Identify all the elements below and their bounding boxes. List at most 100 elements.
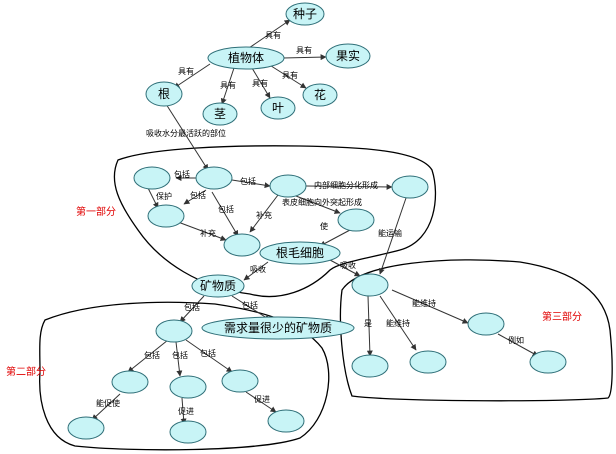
edge-label-include-j: 包括 [172,350,188,360]
edge-plant-seed [245,19,291,51]
edge-h-k [185,339,233,373]
edge-h-j [175,341,183,377]
node-blank-g [351,273,389,297]
edge-zone-c [231,179,271,189]
label-part-1: 第一部分 [76,205,116,218]
edge-label-can-sustain-1: 能维持 [412,298,436,308]
edge-mineral-h [179,295,205,323]
node-seed [285,2,325,26]
edge-q-r [497,333,539,357]
edge-label-include-b: 包括 [190,190,206,200]
edge-label-absorb-1: 吸收 [250,264,266,274]
edge-zone-b [183,189,207,205]
node-blank-i [111,370,149,394]
node-small-mineral [201,316,355,340]
edge-label-include-h: 包括 [184,302,200,312]
edge-label-supplement-1: 补充 [200,228,216,238]
edge-plant-root [173,63,211,89]
node-blank-f [391,175,429,199]
node-blank-h [155,319,193,343]
edge-f-g [378,197,407,275]
edge-h-i [127,339,169,373]
node-blank-c [269,174,307,198]
edge-label-inner-diff: 内部细胞分化形成 [314,180,378,190]
node-blank-l [67,416,105,440]
node-blank-r [529,350,567,374]
edge-label-include-k: 包括 [200,348,216,358]
region-part-1 [113,145,437,298]
edge-zone-e [211,191,239,237]
label-small-mineral: 需求量很少的矿物质 [224,320,332,335]
node-root-hair-cell [259,241,341,265]
edge-label-promote-2: 促进 [178,406,194,416]
edge-label-supplement-2: 补充 [256,210,272,220]
node-flower [302,83,338,107]
label-root-hair-cell: 根毛细胞 [276,246,324,260]
edge-label-has-flower: 具有 [282,70,298,80]
label-plant: 植物体 [228,50,264,65]
region-part-2 [39,301,330,451]
edge-c-f [305,183,393,190]
node-blank-d [337,208,375,232]
edge-g-p [379,295,417,351]
node-blank-b [147,204,185,228]
label-stem: 茎 [214,107,226,121]
edge-label-epi-form: 表皮细胞向外突起形成 [282,197,362,207]
node-blank-a [133,166,171,190]
node-blank-e [223,233,261,257]
edge-label-has-leaf: 具有 [252,78,268,88]
edge-plant-flower [267,63,307,89]
edge-label-is: 是 [364,319,372,328]
edge-label-has-root: 具有 [178,66,194,76]
edge-roothair-mineral [243,261,269,281]
edge-roothair-g [329,259,361,277]
edge-label-promote-3: 促进 [254,394,270,404]
edge-label-include-i: 包括 [144,350,160,360]
node-blank-q [467,312,505,336]
edge-label-make: 使 [320,221,328,231]
node-blank-j [169,375,207,399]
label-fruit: 果实 [336,48,360,63]
edge-k-n [245,391,277,413]
edge-label-promote-1: 能促使 [96,398,120,408]
edge-j-m [180,397,187,425]
region-part-3 [339,259,613,402]
edge-c-d [295,195,341,214]
node-leaf [260,96,296,120]
edge-label-example: 例如 [508,335,524,345]
edge-label-include-e: 包括 [218,204,234,214]
label-root: 根 [158,87,170,101]
edge-g-q [391,289,469,324]
edge-label-absorb-2: 吸收 [340,260,356,270]
edge-label-has-fruit: 具有 [296,45,312,55]
node-blank-o [351,354,389,378]
label-mineral: 矿物质 [200,279,236,293]
node-blank-k [221,369,259,393]
edge-label-protect: 保护 [156,191,172,201]
edge-g-o [366,295,373,357]
edge-label-can-sustain-2: 能维持 [386,318,410,328]
node-blank-p [409,350,447,374]
node-blank-n [267,409,305,433]
label-part-2: 第二部分 [6,365,46,378]
edge-label-absorb-zone: 吸收水分最活跃的部位 [146,128,226,138]
node-plant [207,46,285,70]
node-fruit [325,43,371,69]
label-flower: 花 [314,87,326,102]
edge-label-include-a: 包括 [174,169,190,179]
label-seed: 种子 [293,7,317,21]
edge-plant-fruit [282,54,327,61]
edge-c-e [249,194,279,233]
node-blank-m [169,420,207,444]
node-mineral [191,274,245,298]
edge-mineral-small [231,295,271,321]
edge-label-include-c: 包括 [240,176,256,186]
edge-label-include-small: 包括 [242,300,258,310]
edge-b-e [177,221,227,241]
label-part-3: 第三部分 [542,310,582,323]
label-leaf: 叶 [272,101,284,115]
edge-label-has-seed: 具有 [265,30,281,40]
edge-plant-stem [220,67,235,105]
edge-label-can-transport: 能运输 [378,228,402,238]
